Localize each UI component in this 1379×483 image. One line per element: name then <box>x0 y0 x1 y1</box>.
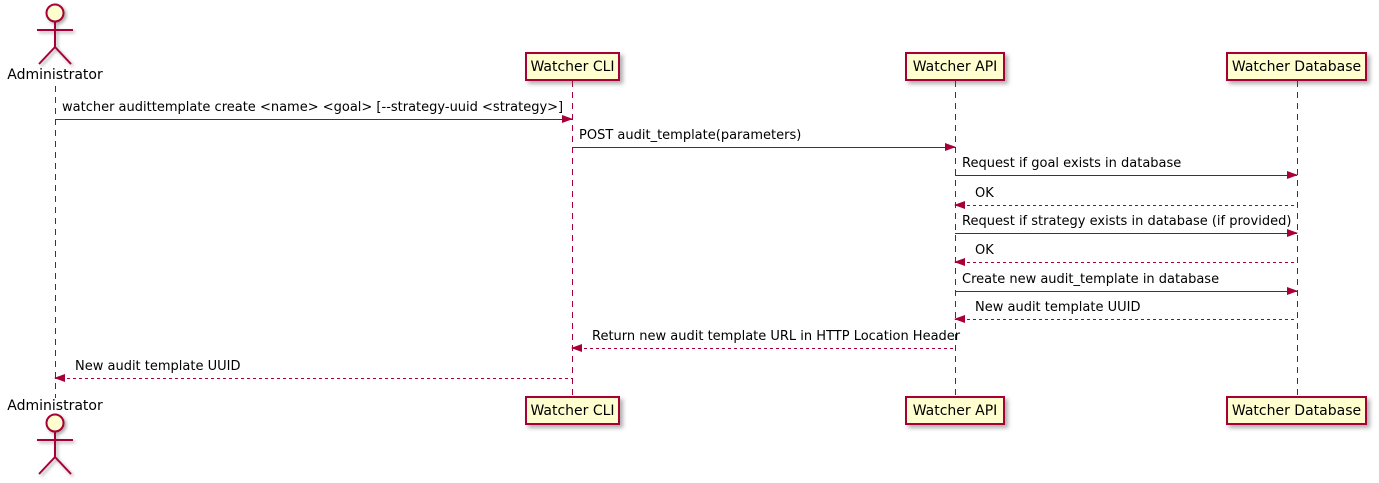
participant-watcher-api-bottom: Watcher API <box>905 396 1005 425</box>
message-label: Request if strategy exists in database (… <box>962 214 1292 229</box>
message-arrow <box>954 258 1297 266</box>
message-arrow <box>954 201 1297 209</box>
arrowhead-icon <box>954 258 965 266</box>
lifeline-watcher-cli <box>572 81 573 396</box>
lifeline-watcher-database <box>1297 81 1298 396</box>
lifeline-watcher-api <box>955 81 956 396</box>
arrowhead-icon <box>571 344 582 352</box>
message-arrow <box>572 143 956 151</box>
arrowhead-icon <box>954 315 965 323</box>
message-1: watcher audittemplate create <name> <goa… <box>55 100 573 123</box>
message-4: OK <box>954 186 1297 209</box>
actor-icon <box>37 413 73 475</box>
message-10: New audit template UUID <box>54 359 572 382</box>
participant-watcher-database-bottom: Watcher Database <box>1226 396 1367 425</box>
message-arrow <box>955 171 1298 179</box>
message-label: OK <box>975 186 994 201</box>
message-label: Request if goal exists in database <box>962 156 1182 171</box>
actor-label: Administrator <box>7 67 103 83</box>
lifeline-administrator <box>55 86 56 398</box>
message-arrow <box>571 344 955 352</box>
message-arrow <box>955 229 1298 237</box>
message-8: New audit template UUID <box>954 300 1297 323</box>
arrowhead-icon <box>1287 287 1298 295</box>
message-2: POST audit_template(parameters) <box>572 128 956 151</box>
message-label: POST audit_template(parameters) <box>579 128 802 143</box>
participant-watcher-cli-top: Watcher CLI <box>525 52 620 81</box>
message-6: OK <box>954 243 1297 266</box>
arrowhead-icon <box>562 115 573 123</box>
message-label: watcher audittemplate create <name> <goa… <box>62 100 564 115</box>
message-9: Return new audit template URL in HTTP Lo… <box>571 329 961 352</box>
message-label: Return new audit template URL in HTTP Lo… <box>592 329 961 344</box>
actor-label: Administrator <box>7 398 103 414</box>
message-arrow <box>955 287 1298 295</box>
message-label: Create new audit_template in database <box>962 272 1220 287</box>
arrowhead-icon <box>1287 171 1298 179</box>
message-3: Request if goal exists in database <box>955 156 1298 179</box>
arrowhead-icon <box>954 201 965 209</box>
message-arrow <box>55 115 573 123</box>
message-5: Request if strategy exists in database (… <box>955 214 1298 237</box>
participant-watcher-cli-bottom: Watcher CLI <box>525 396 620 425</box>
message-label: OK <box>975 243 994 258</box>
message-arrow <box>54 374 572 382</box>
message-label: New audit template UUID <box>75 359 241 374</box>
message-arrow <box>954 315 1297 323</box>
arrowhead-icon <box>1287 229 1298 237</box>
arrowhead-icon <box>945 143 956 151</box>
actor-icon <box>37 3 73 65</box>
message-7: Create new audit_template in database <box>955 272 1298 295</box>
message-label: New audit template UUID <box>975 300 1141 315</box>
participant-watcher-api-top: Watcher API <box>905 52 1005 81</box>
arrowhead-icon <box>54 374 65 382</box>
participant-watcher-database-top: Watcher Database <box>1226 52 1367 81</box>
